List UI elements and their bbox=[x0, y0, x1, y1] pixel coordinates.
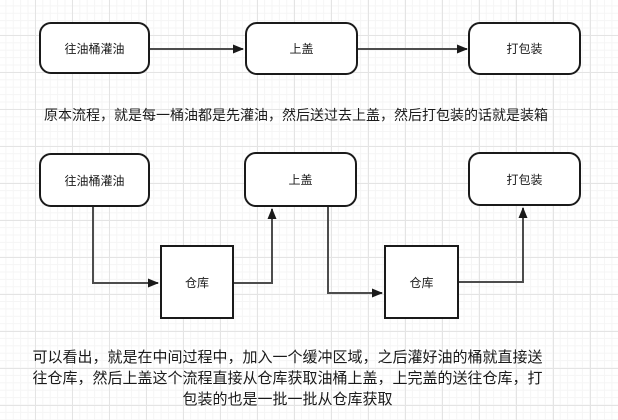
node-label: 上盖 bbox=[288, 173, 313, 187]
note-line: 往仓库，然后上盖这个流程直接从仓库获取油桶上盖，上完盖的送往仓库，打 bbox=[32, 370, 543, 387]
note-line: 包装的也是一批一批从仓库获取 bbox=[182, 391, 393, 408]
node-warehouse-2[interactable]: 仓库 bbox=[384, 245, 459, 319]
node-label: 往油桶灌油 bbox=[64, 41, 125, 56]
arrow-warehouse2-to-pack[interactable] bbox=[459, 207, 528, 283]
node-label: 打包装 bbox=[506, 172, 543, 187]
node-pack-original[interactable]: 打包装 bbox=[468, 22, 581, 75]
node-label: 上盖 bbox=[289, 42, 314, 56]
node-pack-buffered[interactable]: 打包装 bbox=[468, 152, 581, 206]
node-cap-buffered[interactable]: 上盖 bbox=[244, 152, 357, 207]
node-fill-oil-buffered[interactable]: 往油桶灌油 bbox=[39, 153, 150, 207]
note-original-process: 原本流程，就是每一桶油都是先灌油，然后送过去上盖，然后打包装的话就是装箱 bbox=[44, 107, 548, 123]
node-cap-original[interactable]: 上盖 bbox=[245, 22, 358, 75]
node-fill-oil-original[interactable]: 往油桶灌油 bbox=[39, 22, 150, 74]
note-buffered-process: 可以看出，就是在中间过程中，加入一个缓冲区域，之后灌好油的桶就直接送 往仓库，然… bbox=[0, 347, 575, 410]
note-line: 可以看出，就是在中间过程中，加入一个缓冲区域，之后灌好油的桶就直接送 bbox=[32, 349, 543, 366]
arrow-fill-to-warehouse1[interactable] bbox=[92, 207, 159, 288]
node-label: 往油桶灌油 bbox=[64, 173, 125, 188]
arrow-warehouse1-to-cap[interactable] bbox=[234, 208, 277, 284]
arrow-cap-to-warehouse2[interactable] bbox=[327, 207, 383, 298]
node-label: 仓库 bbox=[184, 275, 209, 290]
node-warehouse-1[interactable]: 仓库 bbox=[160, 245, 234, 319]
node-label: 仓库 bbox=[409, 275, 434, 290]
node-label: 打包装 bbox=[506, 42, 543, 56]
